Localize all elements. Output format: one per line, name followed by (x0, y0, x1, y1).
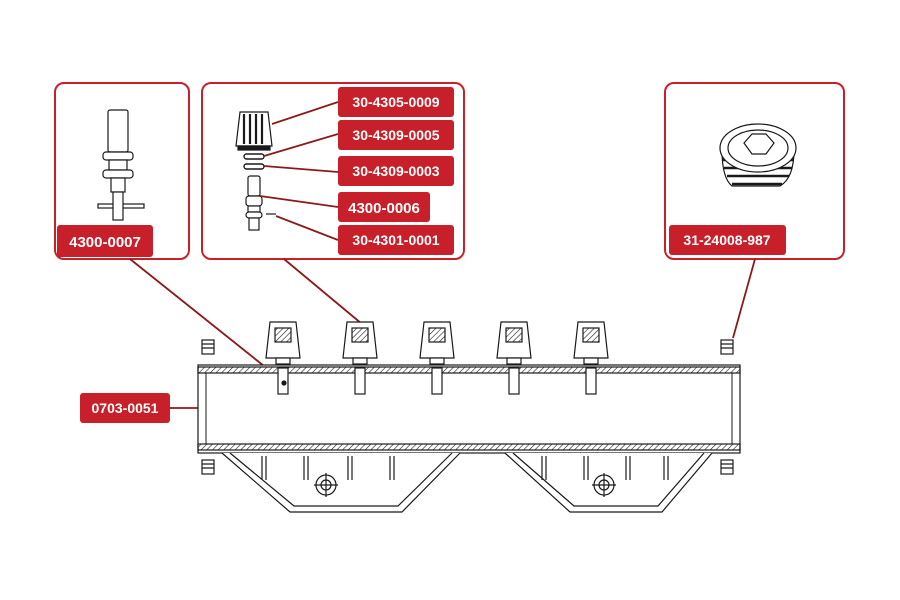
detail-box-stem (54, 82, 190, 260)
label-30-4309-0005: 30-4309-0005 (338, 120, 454, 150)
label-30-4309-0003-text: 30-4309-0003 (352, 163, 439, 179)
label-30-4309-0005-text: 30-4309-0005 (352, 127, 439, 143)
label-30-4301-0001-text: 30-4301-0001 (352, 232, 439, 248)
label-4300-0006: 4300-0006 (338, 192, 430, 222)
detail-box-valve (201, 82, 465, 260)
label-4300-0007: 4300-0007 (57, 225, 153, 257)
label-30-4301-0001: 30-4301-0001 (338, 225, 454, 255)
label-0703-0051: 0703-0051 (80, 393, 170, 423)
manifold-pipe-icon (197, 321, 741, 513)
label-4300-0006-text: 4300-0006 (348, 200, 420, 217)
label-31-24008-987: 31-24008-987 (669, 225, 786, 255)
label-0703-0051-text: 0703-0051 (92, 400, 159, 416)
o-ring-icon (243, 153, 265, 160)
label-31-24008-987-text: 31-24008-987 (683, 232, 770, 248)
label-30-4305-0009: 30-4305-0009 (338, 87, 454, 117)
valve-stem-icon (97, 109, 145, 221)
label-30-4305-0009-text: 30-4305-0009 (352, 94, 439, 110)
valve-body-icon (245, 175, 276, 231)
valve-knob-icon (235, 111, 273, 151)
label-30-4309-0003: 30-4309-0003 (338, 156, 454, 186)
leader-lines (129, 101, 756, 409)
hex-socket-plug-icon (719, 123, 797, 187)
label-4300-0007-text: 4300-0007 (69, 234, 141, 251)
o-ring-icon (243, 163, 265, 170)
